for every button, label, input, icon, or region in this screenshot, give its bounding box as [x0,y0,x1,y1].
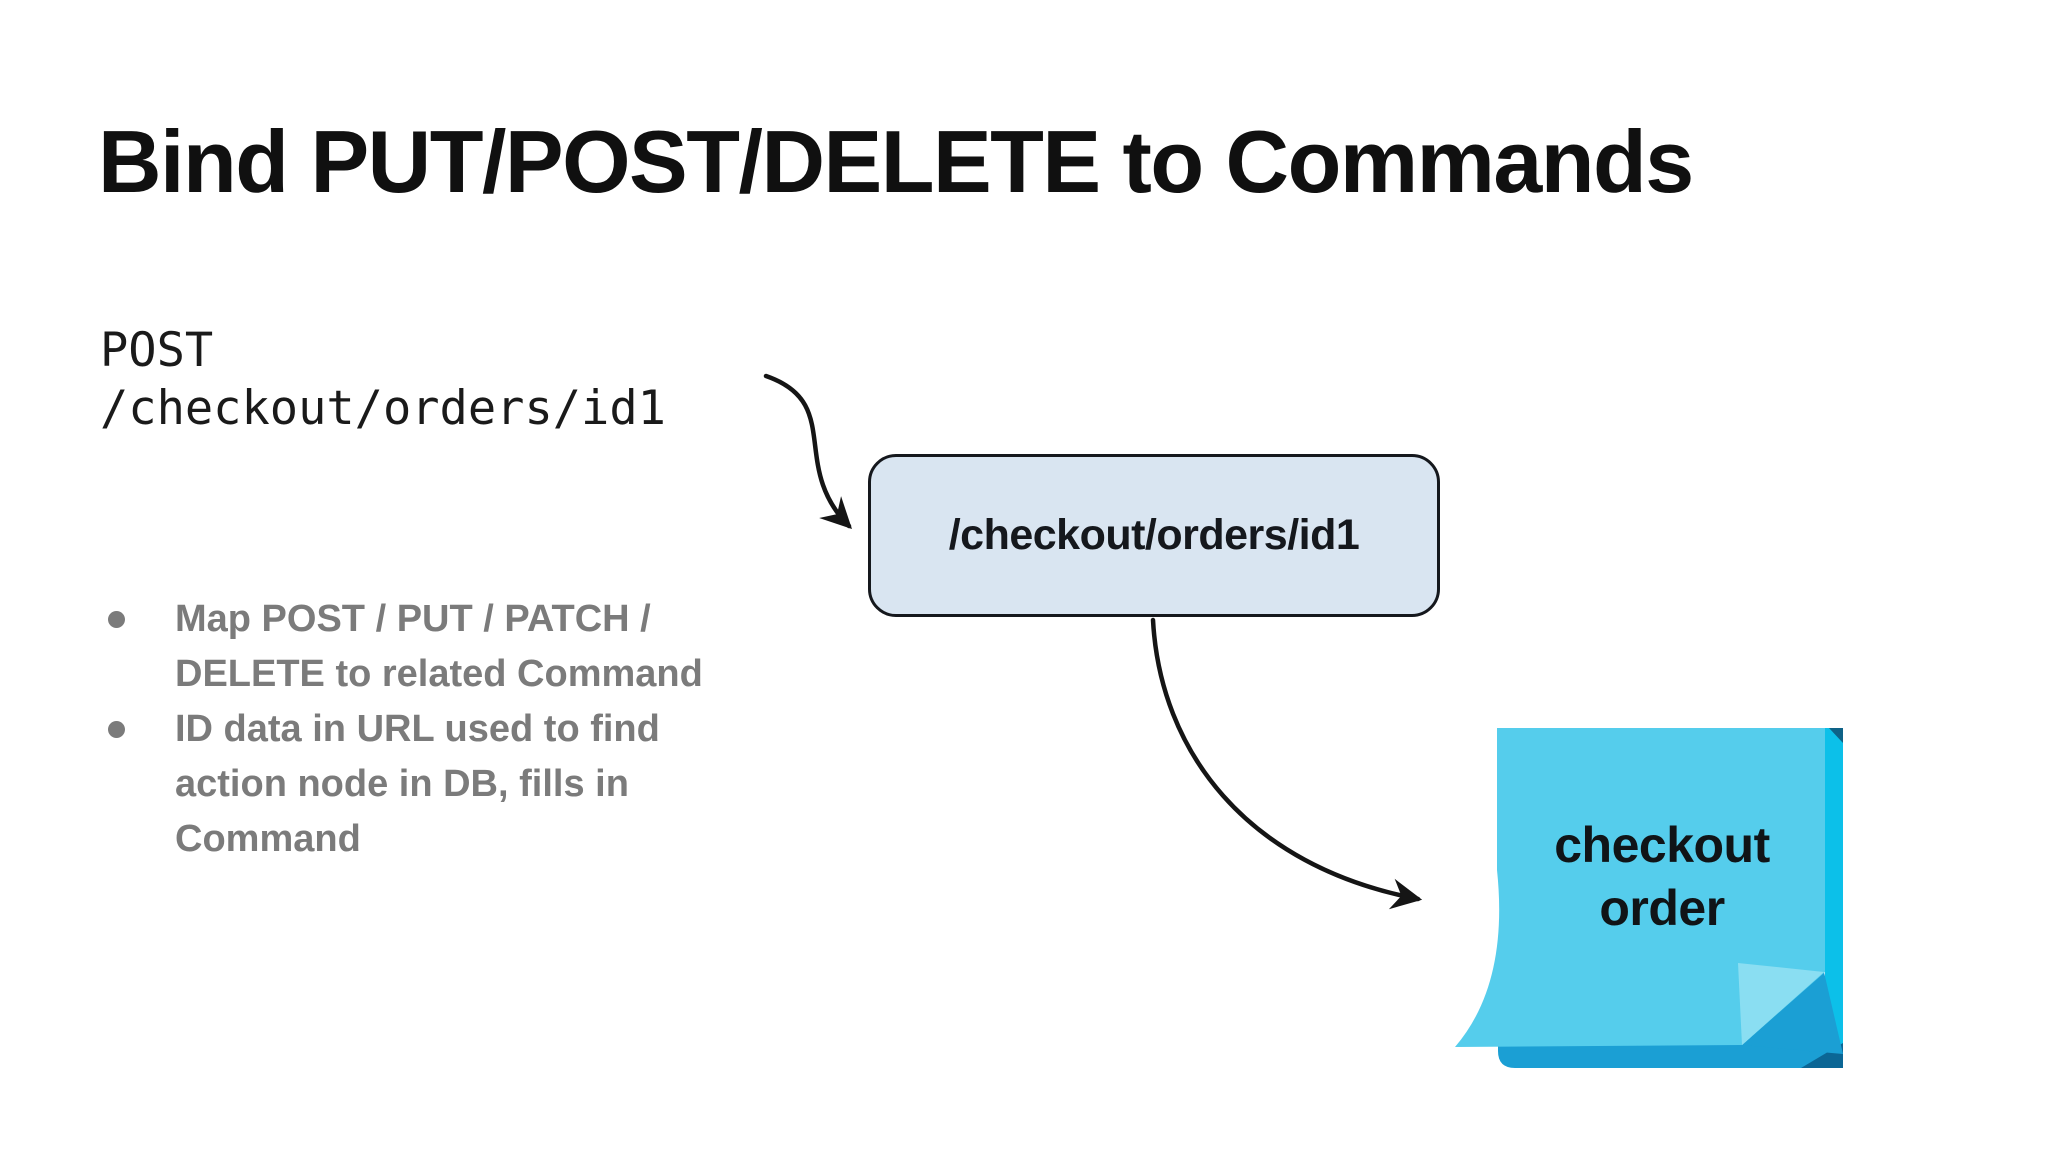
curved-arrow-request-to-box [763,373,852,529]
url-node-label: /checkout/orders/id1 [948,511,1360,559]
note-fold-underside [1742,972,1843,1054]
slide-title: Bind PUT/POST/DELETE to Commands [98,112,1694,211]
bullet-text: ID data in URL used to find action node … [175,708,660,860]
sticky-note-text: checkout order [1497,814,1827,940]
http-request-text: POST/checkout/orders/id1 [100,322,666,438]
list-item: ID data in URL used to find action node … [100,702,765,867]
curved-arrow-box-to-note [1150,617,1423,910]
sticky-note-line1: checkout [1554,817,1770,873]
list-item: Map POST / PUT / PATCH / DELETE to relat… [100,592,765,702]
note-sheet [1455,728,1825,1047]
note-top-right-notch [1829,728,1843,743]
bullet-text: Map POST / PUT / PATCH / DELETE to relat… [175,598,703,695]
note-fold-corner [1738,963,1824,1045]
bullet-dot-icon [108,721,125,738]
sticky-note-line2: order [1599,880,1725,936]
note-right-edge [1825,728,1843,1058]
http-path: /checkout/orders/id1 [100,381,666,436]
url-node-box: /checkout/orders/id1 [868,454,1440,617]
sticky-note-icon [1455,728,1843,1068]
http-method: POST [100,323,214,378]
bullet-list: Map POST / PUT / PATCH / DELETE to relat… [100,592,765,867]
note-bottom-pad [1498,1045,1843,1068]
bullet-dot-icon [108,611,125,628]
